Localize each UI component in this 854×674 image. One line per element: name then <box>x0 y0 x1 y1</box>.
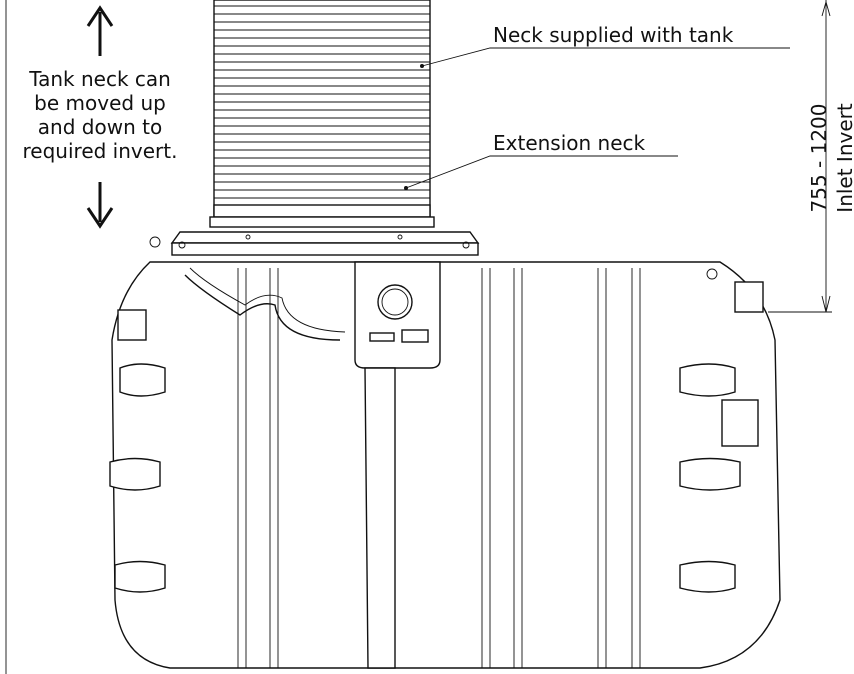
tank-flange <box>170 231 480 256</box>
leader-dot-extension <box>404 186 408 190</box>
leader-neck-supplied <box>421 47 790 67</box>
note-line-1: Tank neck can <box>28 67 171 91</box>
tank-ribs <box>237 268 641 668</box>
arrow-down-icon <box>86 182 114 229</box>
neck-assembly <box>209 0 435 228</box>
dimension-label: Inlet Invert <box>833 103 854 213</box>
neck-ribs <box>214 5 430 199</box>
label-neck-supplied: Neck supplied with tank <box>493 23 734 47</box>
note-line-3: and down to <box>38 115 162 139</box>
note-line-4: required invert. <box>23 139 178 163</box>
leader-extension-neck <box>405 155 678 189</box>
tank-body <box>109 236 781 669</box>
note-line-2: be moved up <box>34 91 166 115</box>
dimension-range: 755 - 1200 <box>807 103 831 212</box>
label-extension-neck: Extension neck <box>493 131 646 155</box>
arrow-up-icon <box>86 5 114 56</box>
leader-dot-neck <box>420 64 424 68</box>
dimension-invert <box>768 0 832 313</box>
